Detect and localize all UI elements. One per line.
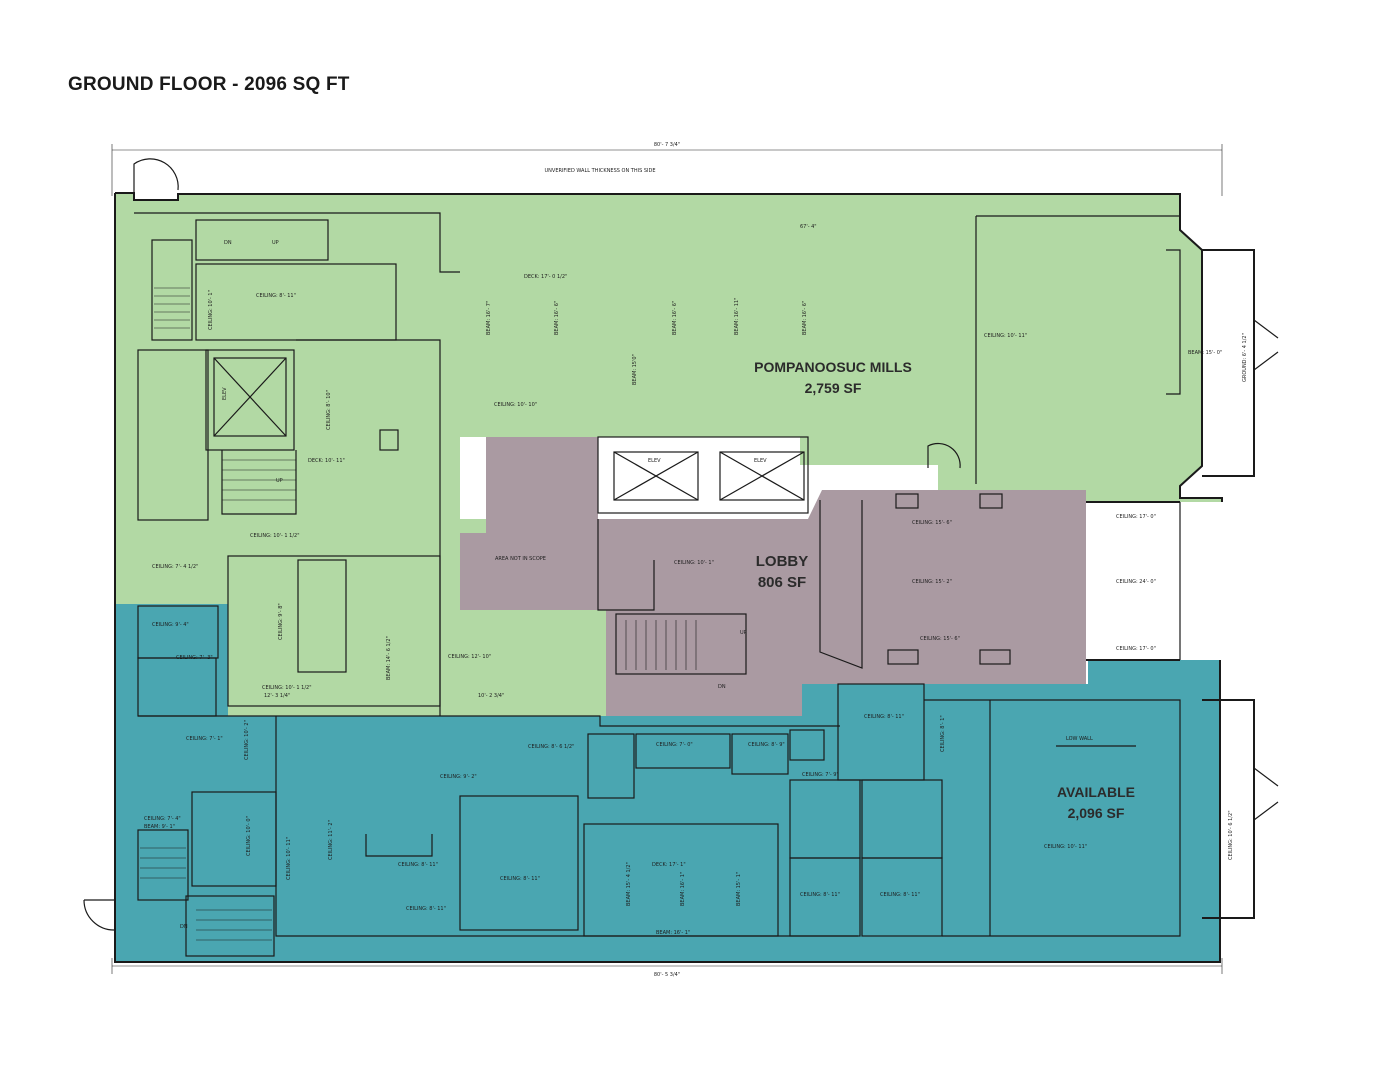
label-l01: 67'- 4" bbox=[800, 224, 817, 230]
label-l63: UP bbox=[272, 240, 279, 246]
pompanoosuc-mills-zone bbox=[115, 193, 1222, 716]
label-l44: CEILING: 8'- 1" bbox=[940, 715, 946, 752]
label-l36: CEILING: 7'- 1" bbox=[186, 736, 223, 742]
label-l69: ELEV bbox=[222, 387, 228, 400]
label-l54: BEAM: 16'- 1" bbox=[680, 872, 686, 906]
label-l28: CEILING: 15'- 6" bbox=[920, 636, 960, 642]
pompanoosuc-lower-block bbox=[276, 519, 606, 716]
label-l24: 10'- 2 3/4" bbox=[478, 693, 504, 699]
label-l03: BEAM: 16'- 7" bbox=[486, 301, 492, 335]
annotation-labels: 67'- 4" DECK: 17'- 0 1/2" BEAM: 16'- 7" … bbox=[144, 224, 1248, 936]
lobby-area: 806 SF bbox=[758, 574, 806, 591]
label-l64: DN bbox=[224, 240, 232, 246]
label-l48: CEILING: 8'- 11" bbox=[406, 906, 446, 912]
label-l50: DECK: 17'- 1" bbox=[652, 862, 686, 868]
label-l68: DN bbox=[180, 924, 188, 930]
label-l05: BEAM: 16'- 6" bbox=[672, 301, 678, 335]
label-l47: CEILING: 8'- 11" bbox=[398, 862, 438, 868]
label-l09: CEILING: 10'- 10" bbox=[494, 402, 537, 408]
label-l06: BEAM: 16'- 11" bbox=[734, 298, 740, 335]
label-l37: CEILING: 10'- 2" bbox=[244, 720, 250, 760]
label-l32: ELEV bbox=[648, 458, 661, 464]
bottom-dimension-label: 80'- 5 3/4" bbox=[654, 972, 680, 978]
top-dimension-label: 80'- 7 3/4" bbox=[654, 142, 680, 148]
label-l23: BEAM: 14'- 6 1/2" bbox=[386, 636, 392, 680]
label-l66: DN bbox=[718, 684, 726, 690]
label-l15: CEILING: 8'- 10" bbox=[326, 390, 332, 430]
label-l46: CEILING: 11'- 2" bbox=[328, 820, 334, 860]
label-l55: CEILING: 8'- 11" bbox=[800, 892, 840, 898]
label-l57: CEILING: 10'- 11" bbox=[1044, 844, 1087, 850]
label-l30: CEILING: 24'- 0" bbox=[1116, 579, 1156, 585]
label-l42: CEILING: 7'- 9" bbox=[802, 772, 839, 778]
label-l31: CEILING: 17'- 0" bbox=[1116, 646, 1156, 652]
lobby-door bbox=[927, 442, 961, 469]
label-l58: CEILING: 10'- 6 1/2" bbox=[1228, 810, 1234, 860]
available-name: AVAILABLE bbox=[1057, 784, 1135, 800]
label-l60: CEILING: 7'- 4" bbox=[144, 816, 181, 822]
exterior-entry bbox=[1086, 502, 1180, 658]
pompanoosuc-mills-area: 2,759 SF bbox=[805, 380, 862, 396]
available-zone bbox=[115, 604, 1220, 962]
area-not-in-scope-label: AREA NOT IN SCOPE bbox=[495, 556, 546, 562]
label-l13: CEILING: 8'- 11" bbox=[256, 293, 296, 299]
label-l10: CEILING: 10'- 11" bbox=[984, 333, 1027, 339]
available-area: 2,096 SF bbox=[1068, 805, 1125, 821]
lobby-name: LOBBY bbox=[756, 553, 809, 570]
label-l08: BEAM: 15'0" bbox=[632, 354, 638, 385]
label-l20: CEILING: 12'- 10" bbox=[448, 654, 491, 660]
label-l35: CEILING: 7'- 3" bbox=[176, 655, 213, 661]
label-l07: BEAM: 16'- 6" bbox=[802, 301, 808, 335]
label-l26: CEILING: 15'- 6" bbox=[912, 520, 952, 526]
label-l41: CEILING: 8'- 9" bbox=[748, 742, 785, 748]
label-l14: CEILING: 10'- 1" bbox=[208, 290, 214, 330]
label-l61: CEILING: 10'- 0" bbox=[246, 816, 252, 856]
label-l52: BEAM: 15'- 4 1/2" bbox=[626, 862, 632, 906]
entry-door-bottom-left bbox=[83, 899, 116, 931]
label-l16: DECK: 10'- 11" bbox=[308, 458, 345, 464]
label-l62: CEILING: 10'- 11" bbox=[286, 837, 292, 880]
label-l43: CEILING: 8'- 11" bbox=[864, 714, 904, 720]
label-l25: CEILING: 10'- 1" bbox=[674, 560, 714, 566]
stairs bbox=[140, 287, 697, 941]
label-l29: CEILING: 17'- 0" bbox=[1116, 514, 1156, 520]
label-l49: CEILING: 8'- 11" bbox=[500, 876, 540, 882]
label-l02: DECK: 17'- 0 1/2" bbox=[524, 274, 567, 280]
label-l56: CEILING: 8'- 11" bbox=[880, 892, 920, 898]
label-l34: CEILING: 9'- 4" bbox=[152, 622, 189, 628]
interior-walls bbox=[134, 212, 1181, 957]
label-l11: BEAM: 15'- 0" bbox=[1188, 350, 1222, 356]
label-l22: 12'- 3 1/4" bbox=[264, 693, 290, 699]
label-l38: CEILING: 9'- 2" bbox=[440, 774, 477, 780]
exterior-walls bbox=[114, 192, 1279, 963]
label-l18: CEILING: 7'- 4 1/2" bbox=[152, 564, 198, 570]
page-title: GROUND FLOOR - 2096 SQ FT bbox=[68, 74, 350, 95]
label-l39: CEILING: 8'- 6 1/2" bbox=[528, 744, 574, 750]
label-l27: CEILING: 15'- 2" bbox=[912, 579, 952, 585]
label-l67: UP bbox=[740, 630, 747, 636]
entry-door-top-left bbox=[133, 158, 179, 193]
dimension-lines bbox=[111, 144, 1223, 974]
label-l45: LOW WALL bbox=[1066, 736, 1093, 742]
label-l21: CEILING: 10'- 1 1/2" bbox=[262, 685, 312, 691]
label-l53: BEAM: 15'- 1" bbox=[736, 872, 742, 906]
label-l17: CEILING: 10'- 1 1/2" bbox=[250, 533, 300, 539]
label-l65: UP bbox=[276, 478, 283, 484]
label-l04: BEAM: 16'- 6" bbox=[554, 301, 560, 335]
label-l19: CEILING: 9'- 8" bbox=[278, 603, 284, 640]
label-l40: CEILING: 7'- 0" bbox=[656, 742, 693, 748]
label-l51: BEAM: 16'- 1" bbox=[656, 930, 690, 936]
label-l59: BEAM: 9'- 1" bbox=[144, 824, 175, 830]
pompanoosuc-mills-name: POMPANOOSUC MILLS bbox=[754, 359, 912, 375]
unverified-note: UNVERIFIED WALL THICKNESS ON THIS SIDE bbox=[545, 168, 656, 174]
label-l12: GROUND: 6'- 4 1/2" bbox=[1242, 333, 1248, 382]
label-l33: ELEV bbox=[754, 458, 767, 464]
